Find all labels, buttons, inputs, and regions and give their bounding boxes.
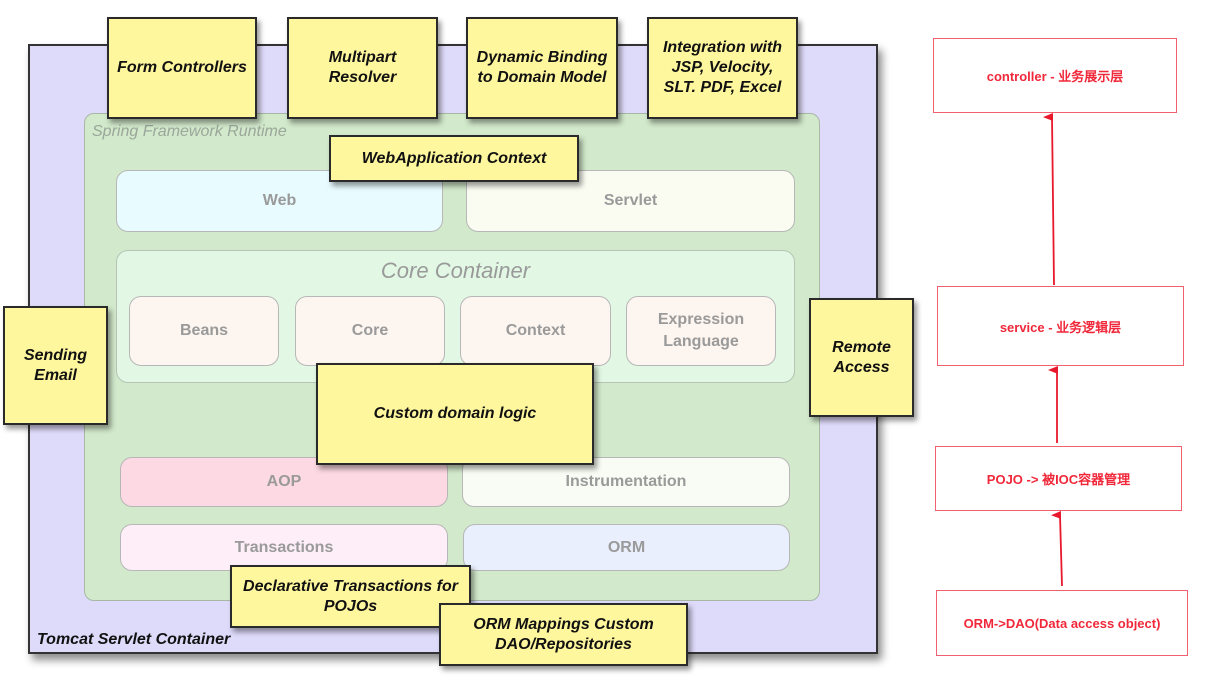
note-integration: Integration with JSP, Velocity, SLT. PDF… [647,17,798,119]
module-transactions: Transactions [120,524,448,571]
layer-pojo: POJO -> 被IOC容器管理 [935,446,1182,511]
runtime-label: Spring Framework Runtime [92,123,287,140]
note-dynamic-binding: Dynamic Binding to Domain Model [466,17,618,119]
note-multipart-resolver: Multipart Resolver [287,17,438,119]
note-orm-mappings: ORM Mappings Custom DAO/Repositories [439,603,688,666]
module-expression-language: Expression Language [626,296,776,366]
note-declarative-transactions: Declarative Transactions for POJOs [230,565,471,628]
core-container-label: Core Container [380,258,531,283]
module-context: Context [460,296,611,366]
note-form-controllers: Form Controllers [107,17,257,119]
module-aop: AOP [120,457,448,507]
tomcat-container-label: Tomcat Servlet Container [37,631,231,648]
arrow-dao-to-pojo [1051,510,1063,587]
note-sending-email: Sending Email [3,306,108,425]
module-orm: ORM [463,524,790,571]
layer-controller: controller - 业务展示层 [933,38,1177,113]
layer-orm-dao: ORM->DAO(Data access object) [936,590,1188,656]
module-beans: Beans [129,296,279,366]
layer-service: service - 业务逻辑层 [937,286,1184,366]
module-instrumentation: Instrumentation [462,457,790,507]
note-webapplication-context: WebApplication Context [329,135,579,182]
note-custom-domain-logic: Custom domain logic [316,363,594,465]
arrow-service-to-controller [1043,112,1055,286]
note-remote-access: Remote Access [809,298,914,417]
module-core: Core [295,296,445,366]
module-web: Web [116,170,443,232]
